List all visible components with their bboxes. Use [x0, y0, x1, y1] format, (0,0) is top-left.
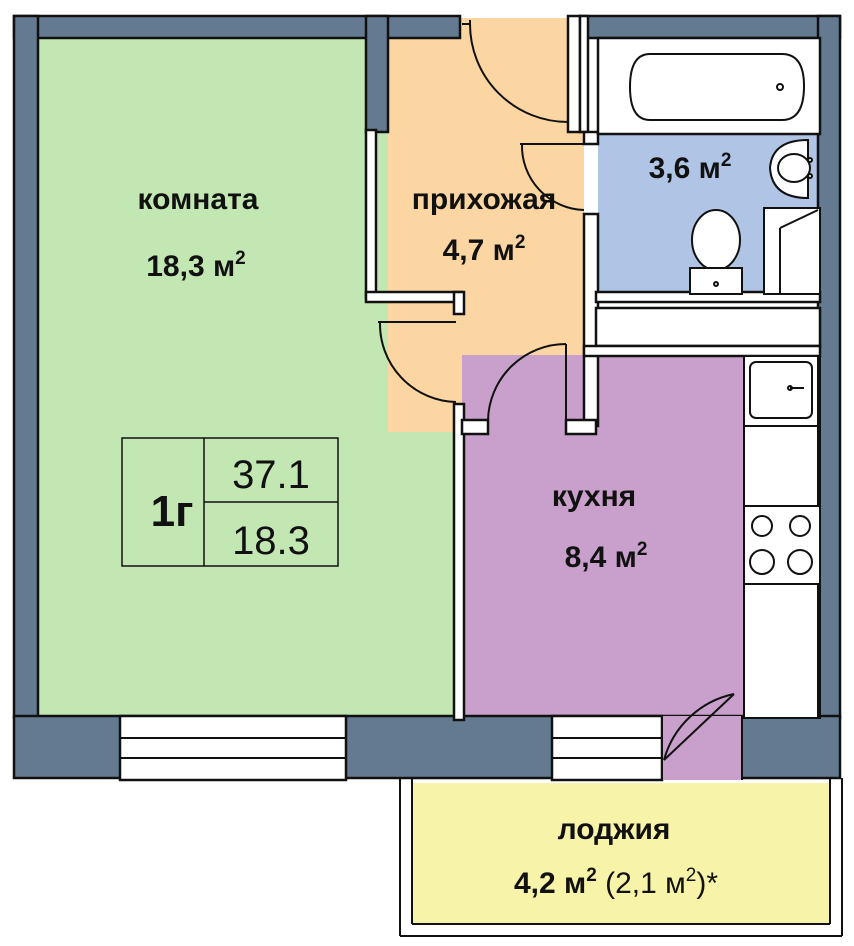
- loggia-area: 4,2 м2 (2,1 м2)*: [514, 865, 718, 900]
- door-hall-top: [462, 20, 569, 123]
- kitchen-sink: [749, 361, 813, 419]
- interior-walls: [364, 14, 822, 722]
- hall-area: 4,7 м2: [443, 232, 526, 267]
- loggia-fill: [412, 783, 830, 923]
- window-kitchen: [550, 714, 664, 782]
- sink: [768, 138, 813, 200]
- window-room: [118, 714, 348, 782]
- door-kitchen: [487, 343, 567, 421]
- apartment-badge: 1г 37.1 18.3: [121, 437, 339, 567]
- door-room: [378, 321, 457, 403]
- wall-pillar: [364, 14, 390, 134]
- loggia-outline: [399, 778, 843, 937]
- kitchen-label: кухня: [552, 480, 636, 513]
- room-area: 18,3 м2: [146, 248, 246, 283]
- bathtub: [596, 36, 822, 136]
- bath-area: 3,6 м2: [649, 150, 732, 185]
- badge-total-area: 37.1: [232, 453, 310, 497]
- badge-type: 1г: [151, 487, 194, 536]
- stove: [743, 505, 821, 585]
- badge-living-area: 18.3: [232, 519, 310, 563]
- kitchen-area: 8,4 м2: [565, 539, 648, 574]
- loggia-label: лоджия: [558, 813, 671, 846]
- room-label: комната: [138, 183, 259, 216]
- toilet: [689, 209, 743, 295]
- hall-label: прихожая: [412, 183, 557, 216]
- door-bath: [520, 143, 585, 211]
- shower-unit: [763, 207, 821, 295]
- balcony-door: [661, 693, 743, 780]
